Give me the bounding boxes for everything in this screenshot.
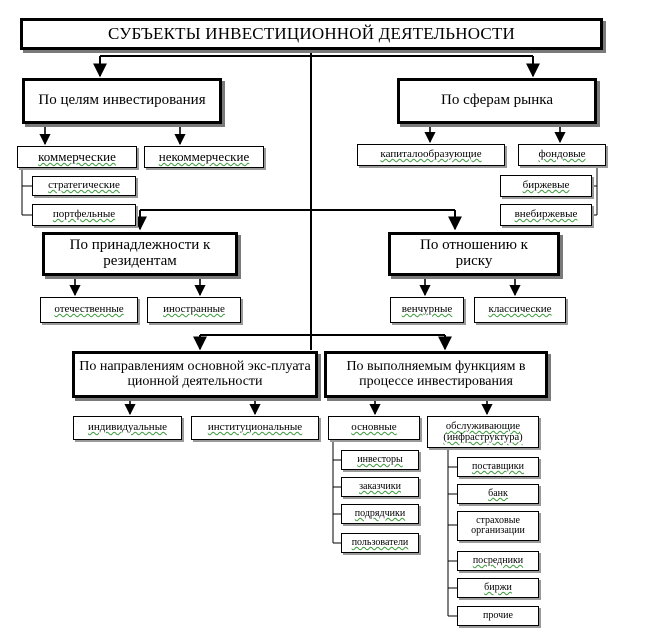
diagram-title: СУБЪЕКТЫ ИНВЕСТИЦИОННОЙ ДЕЯТЕЛЬНОСТИ bbox=[20, 18, 603, 50]
box-institutional: институциональные bbox=[191, 416, 319, 440]
box-classic: классические bbox=[474, 297, 566, 323]
functions-label: По выполняемым функциям в процессе инвес… bbox=[346, 358, 526, 389]
box-suppliers: поставщики bbox=[457, 457, 539, 477]
portfolio-label: портфельные bbox=[52, 208, 116, 221]
box-serving: обслуживающие (инфраструктура) bbox=[427, 416, 539, 448]
box-contractors: подрядчики bbox=[341, 504, 419, 524]
box-foreign: иностранные bbox=[147, 297, 241, 323]
residency-label: По принадлежности к резидентам bbox=[69, 237, 211, 269]
box-others: прочие bbox=[457, 606, 539, 626]
domestic-label: отечественные bbox=[54, 303, 124, 316]
main-label: основные bbox=[351, 421, 397, 434]
box-customers: заказчики bbox=[341, 477, 419, 497]
activity-direction-label: По направлениям основной экс-плуатационн… bbox=[79, 358, 311, 389]
market-sphere-label: По сферам рынка bbox=[440, 92, 554, 109]
box-residency: По принадлежности к резидентам bbox=[42, 232, 238, 276]
box-stock: фондовые bbox=[518, 144, 606, 166]
serving-label: обслуживающие (инфраструктура) bbox=[443, 420, 523, 443]
diagram-title-text: СУБЪЕКТЫ ИНВЕСТИЦИОННОЙ ДЕЯТЕЛЬНОСТИ bbox=[107, 24, 516, 44]
box-main: основные bbox=[328, 416, 420, 440]
others-label: прочие bbox=[483, 609, 513, 621]
otc-label: внебиржевые bbox=[514, 208, 578, 221]
individual-label: индивидуальные bbox=[88, 421, 167, 434]
strategic-label: стратегические bbox=[48, 179, 120, 192]
box-users: пользователи bbox=[341, 533, 419, 553]
exchange-label: биржевые bbox=[522, 179, 570, 192]
box-investment-goals: По целям инвестирования bbox=[22, 78, 222, 124]
exchanges-label: биржи bbox=[484, 581, 512, 593]
box-capital-forming: капиталообразующие bbox=[357, 144, 505, 166]
box-intermediaries: посредники bbox=[457, 551, 539, 571]
box-exchange: биржевые bbox=[500, 175, 592, 197]
customers-label: заказчики bbox=[359, 480, 401, 492]
box-individual: индивидуальные bbox=[73, 416, 182, 440]
box-strategic: стратегические bbox=[32, 176, 136, 196]
investment-goals-label: По целям инвестирования bbox=[38, 92, 206, 109]
box-noncommercial: некоммерческие bbox=[144, 146, 264, 168]
stock-label: фондовые bbox=[538, 148, 586, 161]
box-portfolio: портфельные bbox=[32, 204, 136, 226]
box-risk: По отношению к риску bbox=[388, 232, 560, 276]
box-exchanges: биржи bbox=[457, 578, 539, 598]
box-bank: банк bbox=[457, 484, 539, 504]
box-insurance: страховые организации bbox=[457, 511, 539, 541]
box-otc: внебиржевые bbox=[500, 204, 592, 226]
box-investors: инвесторы bbox=[341, 450, 419, 470]
classic-label: классические bbox=[488, 303, 552, 316]
box-functions: По выполняемым функциям в процессе инвес… bbox=[324, 351, 548, 398]
risk-label: По отношению к риску bbox=[420, 237, 528, 269]
foreign-label: иностранные bbox=[163, 303, 225, 316]
investors-label: инвесторы bbox=[357, 453, 403, 465]
commercial-label: коммерческие bbox=[38, 149, 116, 165]
bank-label: банк bbox=[488, 487, 508, 499]
intermediaries-label: посредники bbox=[472, 554, 524, 566]
box-commercial: коммерческие bbox=[17, 146, 137, 168]
venture-label: венчурные bbox=[401, 303, 453, 316]
institutional-label: институциональные bbox=[207, 421, 303, 434]
capital-forming-label: капиталообразующие bbox=[380, 148, 482, 161]
insurance-label: страховые организации bbox=[471, 514, 525, 536]
users-label: пользователи bbox=[351, 536, 409, 548]
box-venture: венчурные bbox=[390, 297, 464, 323]
box-domestic: отечественные bbox=[40, 297, 138, 323]
box-activity-direction: По направлениям основной экс-плуатационн… bbox=[72, 351, 318, 398]
suppliers-label: поставщики bbox=[472, 460, 524, 472]
box-market-sphere: По сферам рынка bbox=[397, 78, 597, 124]
contractors-label: подрядчики bbox=[354, 507, 406, 519]
noncommercial-label: некоммерческие bbox=[158, 149, 250, 165]
